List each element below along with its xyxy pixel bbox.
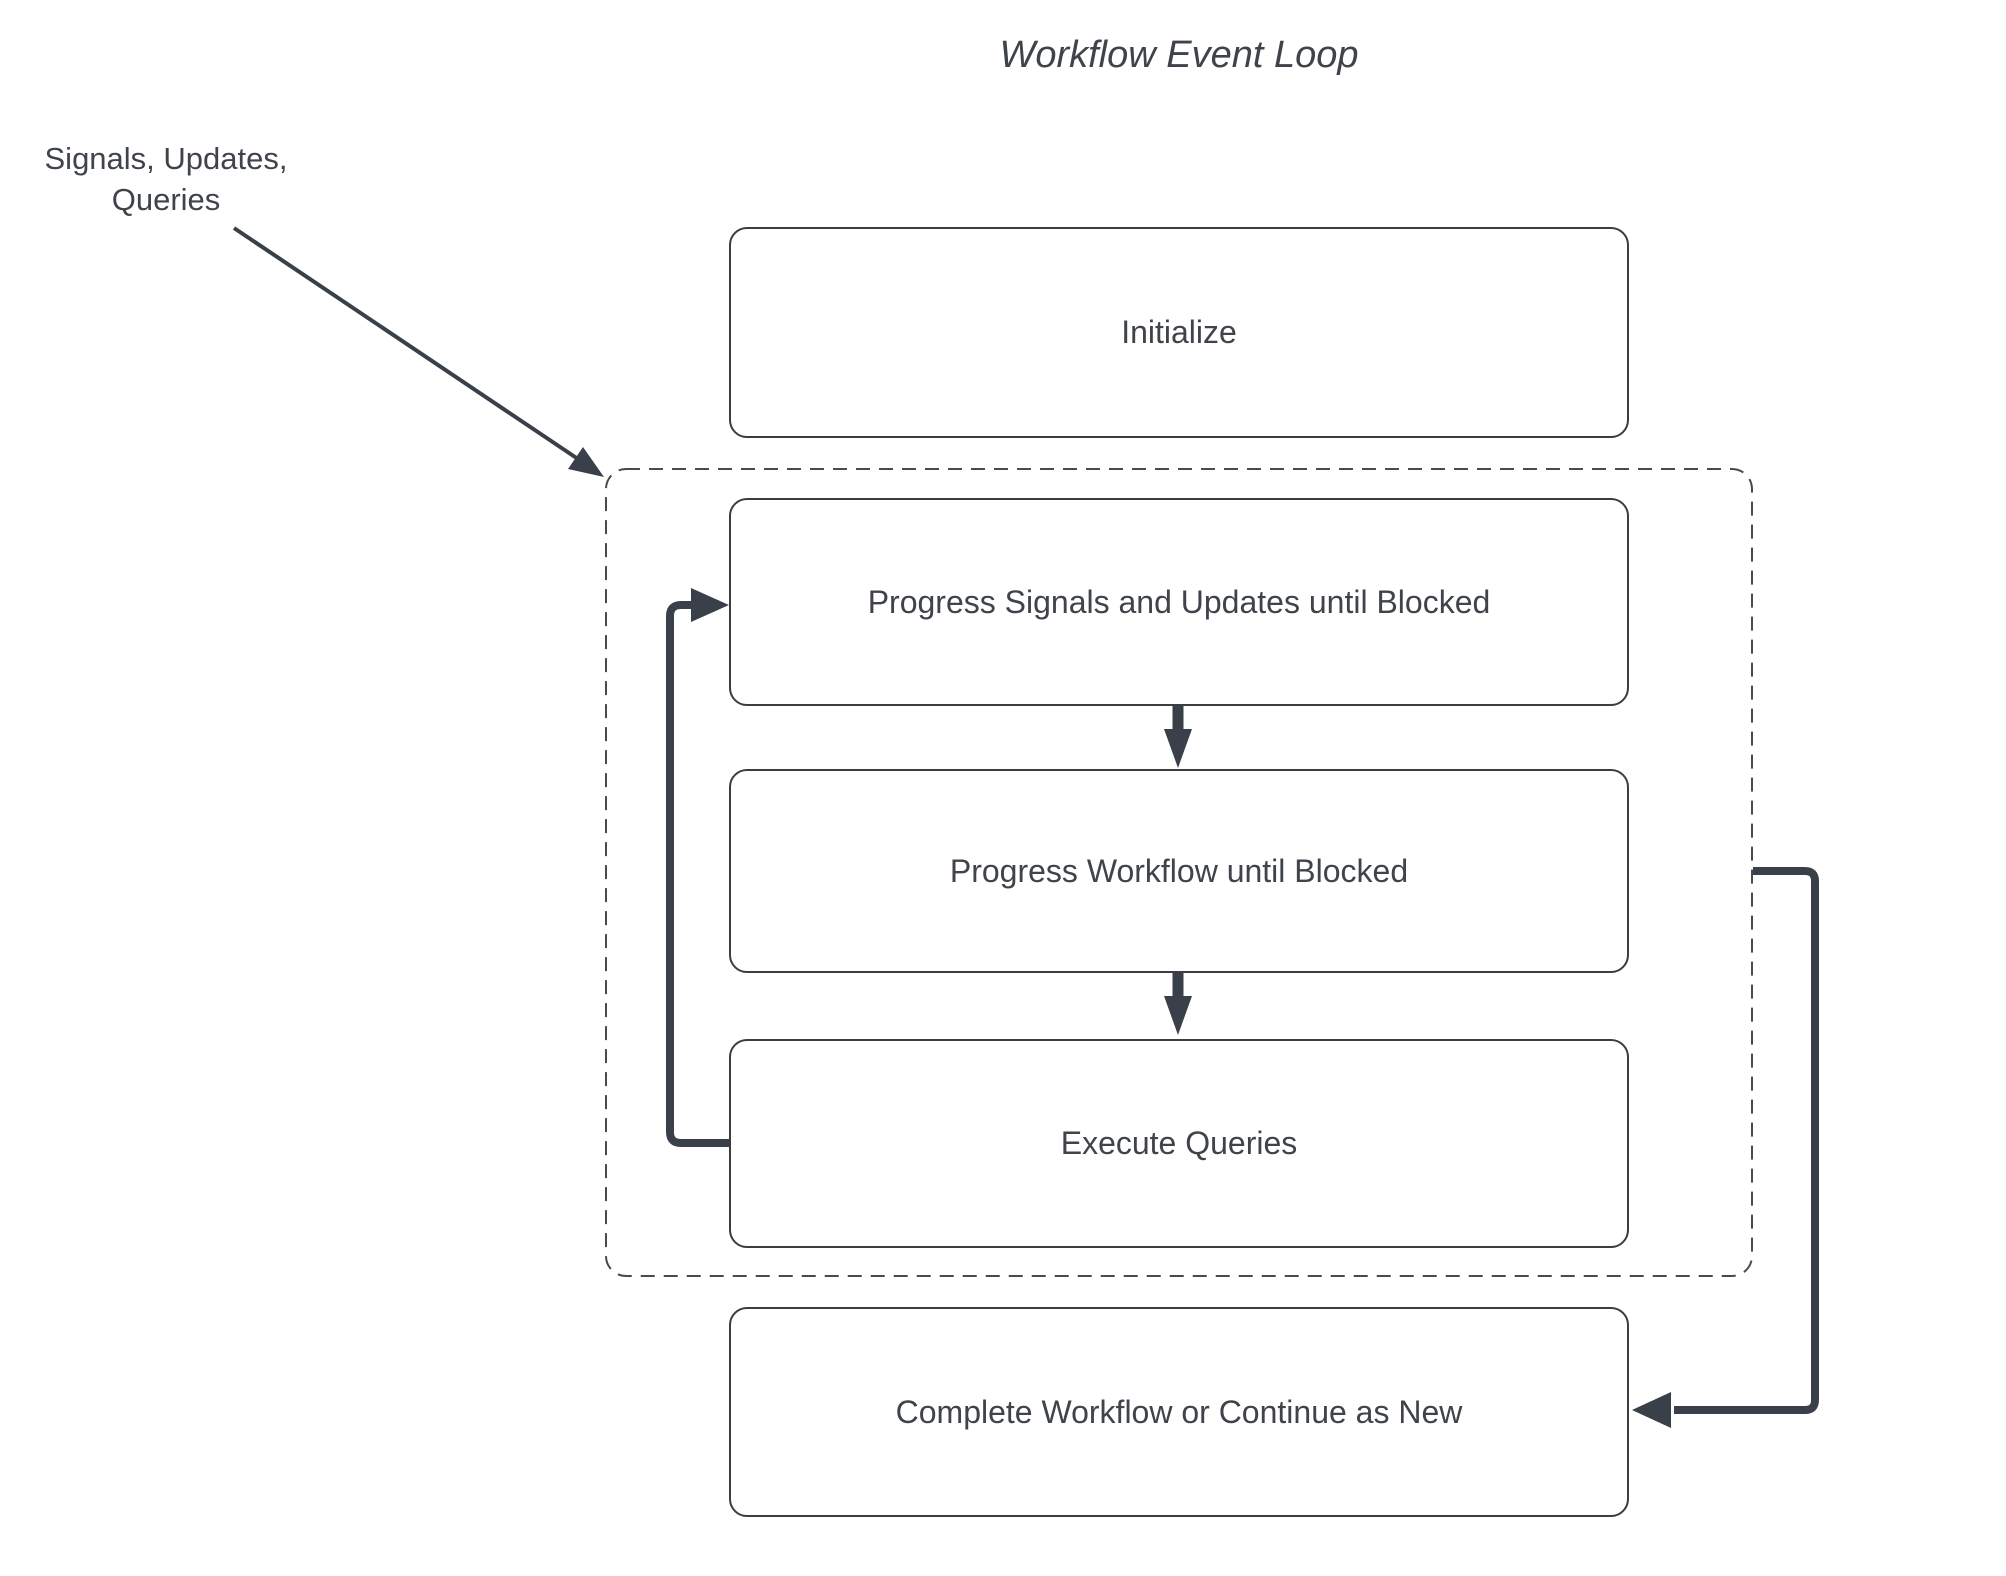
node-progress-signals-updates-label: Progress Signals and Updates until Block… [867,583,1491,620]
exit-loop-arrowhead-icon [1632,1392,1671,1428]
external-events-label-line2: Queries [111,182,221,217]
node-execute-queries: Execute Queries [729,1039,1629,1248]
arrow-down-signals-to-workflow [1164,706,1192,768]
node-progress-workflow-label: Progress Workflow until Blocked [949,852,1409,889]
arrow-down-1-head-icon [1164,729,1192,768]
node-initialize-label: Initialize [1121,314,1237,350]
diagram-title: Workflow Event Loop [999,34,1359,76]
external-events-label: Signals, Updates, Queries [20,138,312,220]
node-execute-queries-label: Execute Queries [1060,1125,1298,1161]
arrow-down-workflow-to-queries [1164,973,1192,1035]
arrow-down-2-head-icon [1164,996,1192,1035]
loop-back-arrow-line [666,601,729,1147]
signals-input-arrow [232,226,604,477]
signals-input-arrowhead-icon [568,447,604,477]
external-events-label-line1: Signals, Updates, [44,141,288,176]
node-complete-workflow: Complete Workflow or Continue as New [729,1307,1629,1517]
loop-back-arrow [666,588,729,1147]
loop-back-arrowhead-icon [691,588,729,622]
exit-loop-arrow [1632,867,1819,1428]
signals-input-arrow-line [232,226,580,461]
exit-loop-arrow-line [1674,867,1819,1414]
node-progress-signals-updates: Progress Signals and Updates until Block… [729,498,1629,706]
node-complete-workflow-label: Complete Workflow or Continue as New [895,1393,1463,1430]
node-initialize: Initialize [729,227,1629,438]
node-progress-workflow: Progress Workflow until Blocked [729,769,1629,973]
